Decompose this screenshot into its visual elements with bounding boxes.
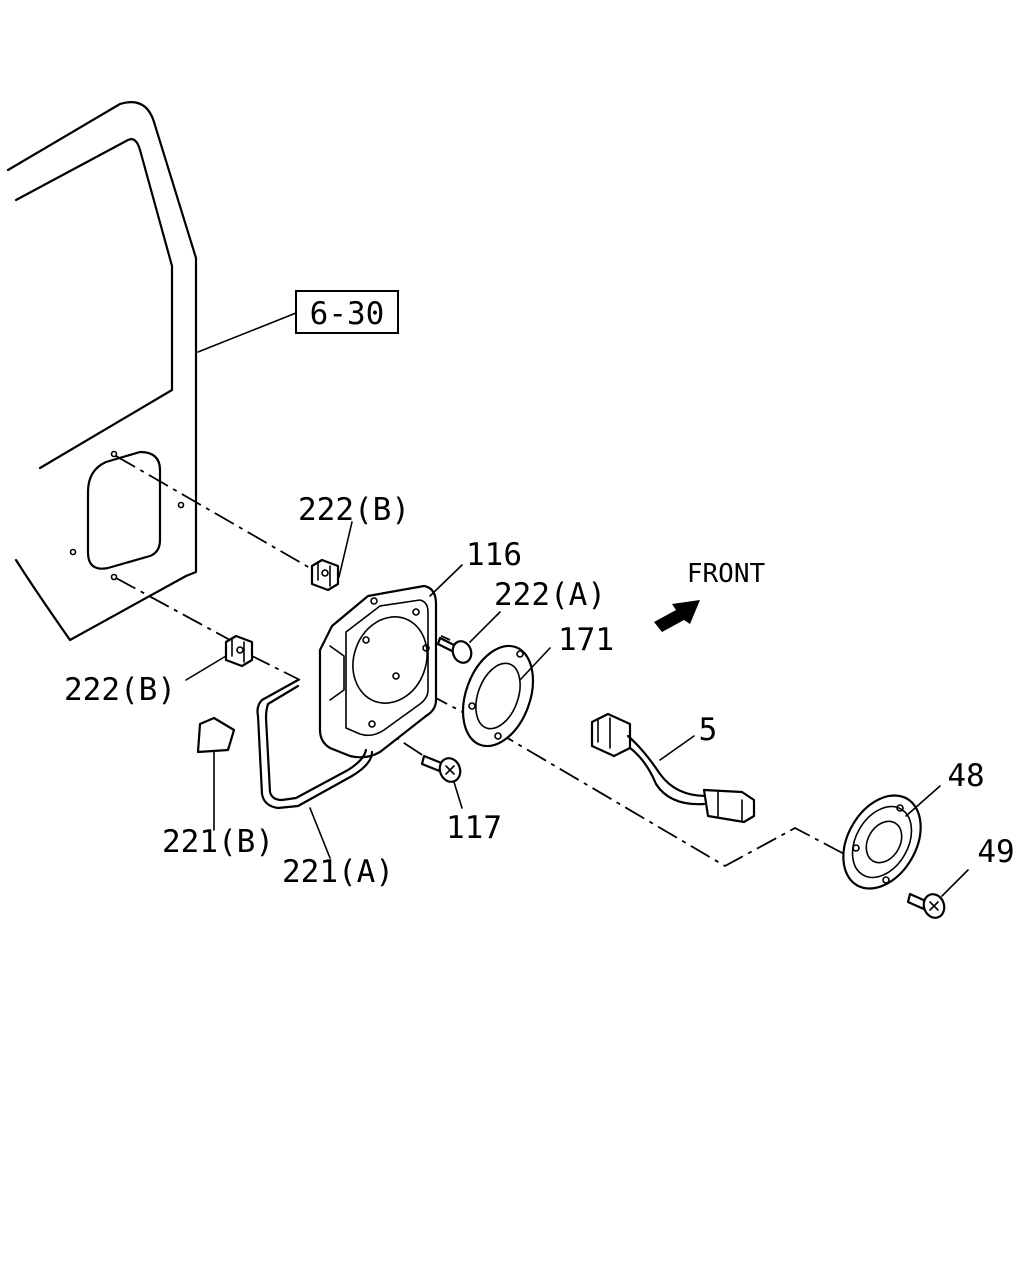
callout-48: 48 — [947, 758, 984, 794]
ref-box — [295, 290, 399, 334]
harness-5 — [590, 712, 756, 824]
clip-222b-top — [310, 558, 340, 592]
callout-222b-left: 222(B) — [64, 672, 176, 708]
clip-222b-left — [224, 634, 254, 668]
pad-221b — [196, 716, 236, 754]
callout-5: 5 — [699, 712, 718, 748]
screw-117 — [420, 754, 462, 783]
callout-117: 117 — [446, 810, 502, 846]
callout-116: 116 — [466, 537, 522, 573]
door-panel — [6, 101, 198, 642]
gasket-221a — [256, 678, 374, 810]
screw-49 — [906, 892, 946, 919]
ref-callout-6-30: 6-30 — [197, 290, 399, 353]
front-label: FRONT — [687, 559, 766, 589]
ring-171 — [461, 644, 535, 748]
ref-box-label: 6-30 — [310, 296, 385, 332]
speaker-bracket-116 — [318, 584, 438, 759]
callout-222b-top: 222(B) — [298, 492, 410, 528]
callout-171: 171 — [558, 622, 614, 658]
speaker-48 — [842, 794, 922, 890]
front-arrow-icon — [654, 600, 700, 632]
callout-221a: 221(A) — [282, 854, 394, 890]
callout-49: 49 — [977, 834, 1014, 870]
callout-221b: 221(B) — [162, 824, 274, 860]
screw-222a — [436, 636, 473, 664]
callout-222a: 222(A) — [494, 577, 606, 613]
